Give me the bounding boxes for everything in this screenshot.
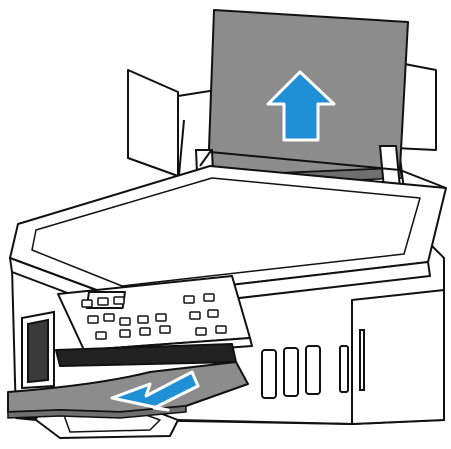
left-ink-tank — [22, 312, 54, 388]
